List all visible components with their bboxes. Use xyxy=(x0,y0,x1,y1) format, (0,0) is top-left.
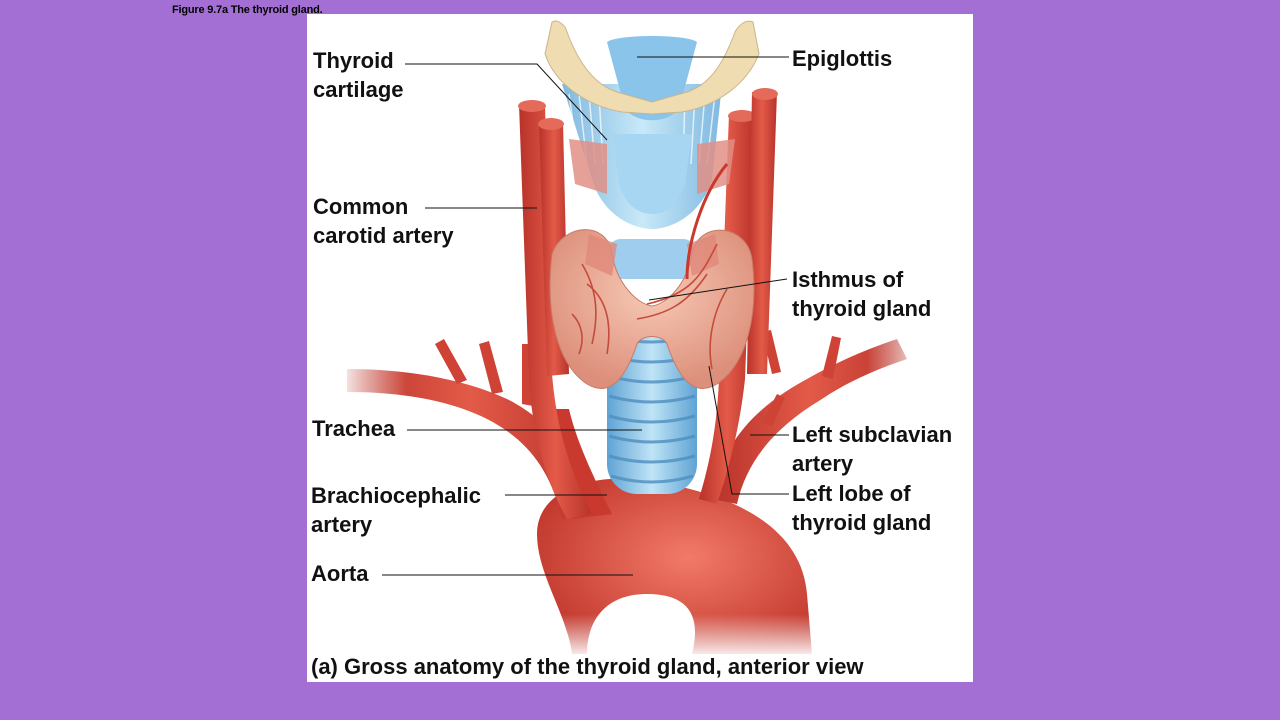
left-subclavian-artery-shape xyxy=(712,314,927,504)
leader-lines xyxy=(382,56,789,576)
leader-left-lobe xyxy=(708,365,789,495)
label-left-subclavian-artery: Left subclavian artery xyxy=(792,422,953,476)
label-trachea: Trachea xyxy=(312,416,396,441)
aorta-shape xyxy=(537,478,837,659)
label-common-carotid-artery: Common carotid artery xyxy=(313,194,454,248)
label-brachiocephalic-artery: Brachiocephalic artery xyxy=(311,483,481,537)
label-epiglottis: Epiglottis xyxy=(792,46,893,71)
leader-isthmus xyxy=(648,278,788,301)
leader-thyroid-cartilage xyxy=(405,63,608,141)
label-left-lobe-of-thyroid-gland: Left lobe of thyroid gland xyxy=(792,481,932,535)
figure-caption: (a) Gross anatomy of the thyroid gland, … xyxy=(311,654,864,679)
figure-title: Figure 9.7a The thyroid gland. xyxy=(172,4,323,16)
label-thyroid-cartilage: Thyroid cartilage xyxy=(313,48,404,102)
larynx-shape xyxy=(562,84,735,279)
diagram-panel: Thyroid cartilage Epiglottis Common caro… xyxy=(307,14,973,682)
thyroid-gland-shape xyxy=(549,163,755,389)
label-aorta: Aorta xyxy=(311,561,369,586)
label-isthmus-of-thyroid-gland: Isthmus of thyroid gland xyxy=(792,267,932,321)
thyroid-illustration xyxy=(337,20,927,659)
